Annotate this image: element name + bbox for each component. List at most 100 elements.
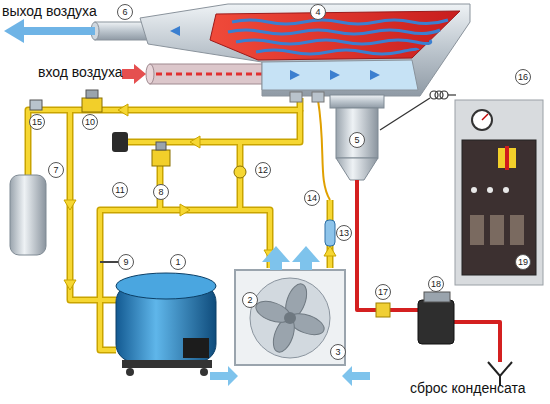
water-separator xyxy=(330,95,384,108)
condenser-fan xyxy=(235,270,345,365)
control-panel xyxy=(471,187,477,193)
valve-fitting xyxy=(82,98,102,112)
sensor-coil xyxy=(448,94,456,95)
refrigerant-pipe xyxy=(70,110,116,300)
heat-exchanger xyxy=(228,30,440,34)
flow-label: выход воздуха xyxy=(2,3,97,19)
callout-number: 3 xyxy=(330,344,346,360)
heat-exchanger xyxy=(170,26,380,80)
valve-fitting xyxy=(325,220,335,246)
valve-fitting xyxy=(234,166,246,178)
compressor xyxy=(116,273,216,299)
air-flow-arrow xyxy=(210,366,238,386)
heat-exchanger xyxy=(232,20,448,24)
air-inlet xyxy=(150,64,270,84)
control-panel xyxy=(487,187,493,193)
sensor-coil xyxy=(380,98,430,130)
heat-exchanger xyxy=(290,92,302,102)
compressor xyxy=(183,338,209,358)
valve-fitting xyxy=(30,90,335,246)
air-flow-arrow xyxy=(292,246,320,270)
valve-fitting xyxy=(152,150,170,166)
liquid-receiver xyxy=(10,175,46,255)
water-separator xyxy=(336,108,378,158)
air-inlet xyxy=(122,64,146,84)
heat-exchanger xyxy=(262,60,418,90)
control-panel xyxy=(510,215,524,245)
refrigerant-pipe xyxy=(318,100,330,200)
drain-valve xyxy=(376,292,454,344)
air-flow-arrow xyxy=(342,366,370,386)
sensor-coil xyxy=(440,91,448,99)
control-panel xyxy=(455,100,543,285)
control-panel xyxy=(462,140,536,275)
valve-fitting xyxy=(112,132,128,152)
air-outlet xyxy=(22,27,95,35)
flow-arrow xyxy=(190,136,200,148)
heat-exchanger xyxy=(256,49,418,54)
condenser-fan xyxy=(253,281,327,355)
flow-arrow xyxy=(64,104,336,290)
flow-arrow xyxy=(64,280,76,290)
flow-arrow xyxy=(324,246,336,256)
water-separator xyxy=(330,95,384,180)
heat-exchanger xyxy=(210,11,460,60)
callout-number: 6 xyxy=(117,4,133,20)
refrigerant-pipe xyxy=(126,110,300,142)
heat-exchanger xyxy=(312,92,324,102)
drain-valve xyxy=(424,292,450,302)
air-flow-arrow xyxy=(210,246,370,386)
drain-funnel xyxy=(488,362,512,376)
callout-number: 18 xyxy=(428,276,444,292)
callout-number: 15 xyxy=(29,114,45,130)
callout-number: 12 xyxy=(255,162,271,178)
drain-valve xyxy=(418,300,454,344)
condenser-fan xyxy=(250,278,330,358)
heat-exchanger xyxy=(370,70,380,80)
liquid-receiver xyxy=(10,175,46,255)
callout-number: 9 xyxy=(118,254,134,270)
control-panel xyxy=(470,215,484,245)
valve-fitting xyxy=(86,90,98,98)
compressor xyxy=(122,360,212,368)
drain-valve xyxy=(376,303,390,317)
refrigerant-pipe xyxy=(100,261,118,263)
compressor xyxy=(126,368,134,376)
refrigerant-pipe xyxy=(126,110,300,142)
heat-exchanger xyxy=(140,4,470,102)
callout-number: 11 xyxy=(112,182,128,198)
heat-exchanger xyxy=(140,4,470,96)
heat-exchanger xyxy=(236,40,431,44)
heat-exchanger xyxy=(228,20,448,54)
compressor xyxy=(116,273,216,376)
callout-number: 17 xyxy=(375,284,391,300)
valve-fitting xyxy=(156,142,166,150)
callout-number: 4 xyxy=(310,4,326,20)
callout-number: 16 xyxy=(515,69,531,85)
control-panel xyxy=(455,100,543,285)
callout-number: 8 xyxy=(153,184,169,200)
air-inlet xyxy=(122,64,270,84)
flow-label: сброс конденсата xyxy=(410,380,526,396)
air-outlet xyxy=(4,19,155,43)
air-inlet xyxy=(156,73,264,76)
callout-number: 13 xyxy=(336,225,352,241)
condensate-line xyxy=(454,322,500,362)
callout-number: 1 xyxy=(170,254,186,270)
flow-arrow xyxy=(180,204,190,216)
flow-arrow xyxy=(64,200,76,210)
callout-number: 14 xyxy=(304,190,320,206)
callout-number: 10 xyxy=(82,114,98,130)
valve-fitting xyxy=(30,100,42,110)
heat-exchanger xyxy=(290,70,300,80)
control-panel xyxy=(472,110,492,130)
control-panel xyxy=(482,114,488,120)
condenser-fan xyxy=(284,312,296,324)
control-panel xyxy=(490,215,504,245)
sensor-coil xyxy=(380,91,456,130)
condenser-fan xyxy=(235,270,345,365)
air-flow-arrow xyxy=(262,246,290,270)
